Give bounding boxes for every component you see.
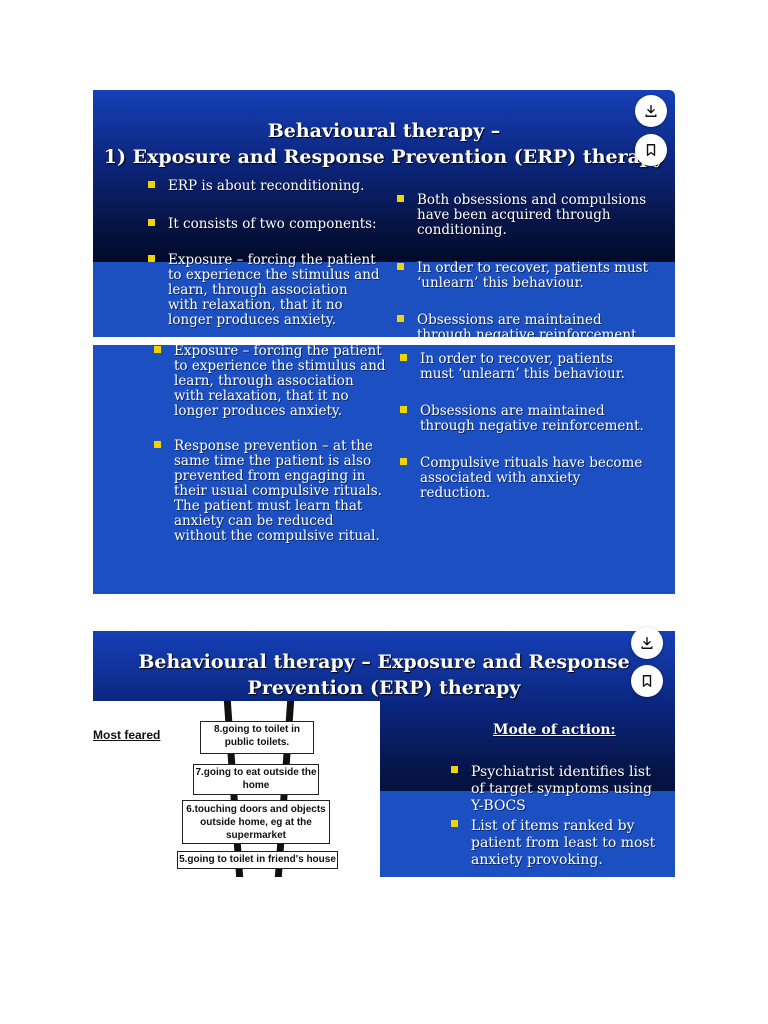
- hierarchy-step-5: 5.going to toilet in friend's house: [177, 851, 338, 869]
- bullet-two-components: It consists of two components:: [148, 217, 378, 232]
- bullet-erp-reconditioning: ERP is about reconditioning.: [148, 179, 378, 194]
- slide-2-title-line-2: Prevention (ERP) therapy: [247, 677, 521, 699]
- download-icon: [641, 637, 653, 649]
- bullet-items-ranked: List of items ranked by patient from lea…: [451, 818, 661, 869]
- bullet-exposure: Exposure – forcing the patient to experi…: [148, 253, 380, 328]
- bullet-acquired-conditioning: Both obsessions and compulsions have bee…: [397, 193, 649, 238]
- bullet-negative-reinforcement: Obsessions are maintained through negati…: [397, 313, 649, 337]
- bookmark-icon: [646, 144, 656, 156]
- bookmark-icon: [642, 675, 652, 687]
- hierarchy-step-8: 8.going to toilet in public toilets.: [200, 721, 314, 754]
- bookmark-button[interactable]: [635, 134, 667, 166]
- slide-1-title-line-2: 1) Exposure and Response Prevention (ERP…: [103, 146, 665, 168]
- download-button-2[interactable]: [631, 627, 663, 659]
- bullet-psychiatrist-identifies: Psychiatrist identifies list of target s…: [451, 764, 661, 815]
- bookmark-button-2[interactable]: [631, 665, 663, 697]
- hierarchy-step-7: 7.going to eat outside the home: [193, 764, 319, 795]
- bullet-exposure-repeat: Exposure – forcing the patient to experi…: [154, 345, 386, 419]
- bullet-response-prevention: Response prevention – at the same time t…: [154, 439, 386, 544]
- slide-1-bottom: Exposure – forcing the patient to experi…: [93, 345, 675, 594]
- slide-2-title-line-1: Behavioural therapy – Exposure and Respo…: [138, 651, 630, 673]
- bullet-compulsive-rituals: Compulsive rituals have become associate…: [400, 456, 650, 501]
- download-icon: [645, 105, 657, 117]
- hierarchy-step-6: 6.touching doors and objects outside hom…: [182, 800, 330, 844]
- bullet-unlearn: In order to recover, patients must ‘unle…: [397, 261, 649, 291]
- slide-2: Behavioural therapy – Exposure and Respo…: [93, 631, 675, 877]
- slide-1-top: Behavioural therapy – 1) Exposure and Re…: [93, 90, 675, 337]
- bullet-unlearn-repeat: In order to recover, patients must ‘unle…: [400, 352, 650, 382]
- most-feared-label: Most feared: [93, 728, 161, 742]
- slide-1-title-line-1: Behavioural therapy –: [267, 120, 501, 142]
- mode-of-action-heading: Mode of action:: [493, 722, 616, 738]
- anxiety-hierarchy-ladder: Most feared 8.going to toilet in public …: [93, 701, 380, 877]
- download-button[interactable]: [635, 95, 667, 127]
- bullet-negative-reinforcement-repeat: Obsessions are maintained through negati…: [400, 404, 655, 434]
